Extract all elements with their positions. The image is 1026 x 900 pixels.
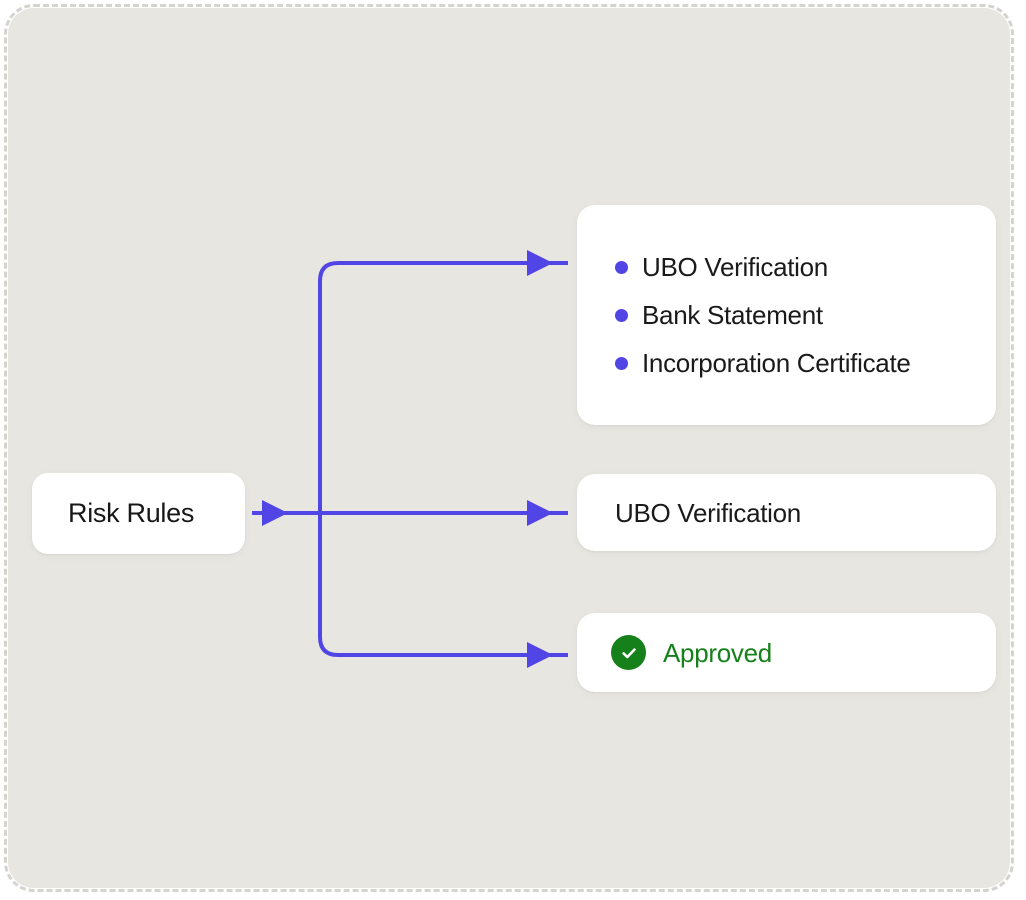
list-item[interactable]: Bank Statement <box>577 291 996 339</box>
diagram-canvas <box>8 8 1010 888</box>
node-status-approved[interactable]: Approved <box>577 613 996 692</box>
list-item-label: Bank Statement <box>642 300 823 330</box>
list-item[interactable]: Incorporation Certificate <box>577 339 996 387</box>
bullet-icon <box>615 308 628 322</box>
bullet-icon <box>615 356 628 370</box>
node-ubo-verification-label: UBO Verification <box>615 497 801 528</box>
list-item-label: UBO Verification <box>642 252 828 282</box>
status-badge: Approved <box>663 637 772 668</box>
list-item-label: Incorporation Certificate <box>642 348 911 378</box>
bullet-icon <box>615 260 628 274</box>
requirements-list: UBO Verification Bank Statement Incorpor… <box>577 243 996 387</box>
node-requirements-checklist[interactable]: UBO Verification Bank Statement Incorpor… <box>577 205 996 425</box>
dashed-frame <box>4 4 1014 892</box>
node-ubo-verification[interactable]: UBO Verification <box>577 474 996 551</box>
list-item[interactable]: UBO Verification <box>577 243 996 291</box>
node-risk-rules-label: Risk Rules <box>68 498 195 528</box>
check-circle-icon <box>611 635 646 670</box>
node-risk-rules[interactable]: Risk Rules <box>32 473 245 554</box>
